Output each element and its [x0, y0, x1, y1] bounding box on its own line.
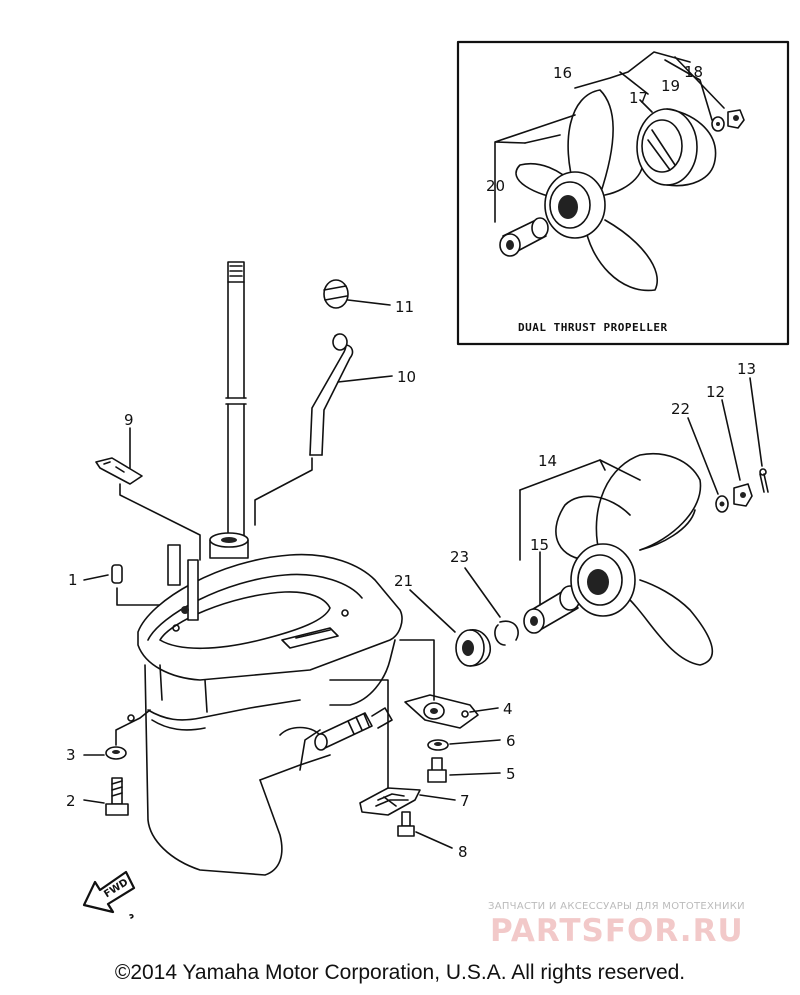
callout-6: 6	[506, 732, 516, 750]
trim-tab-part-7: 7	[329, 679, 470, 816]
callout-13: 13	[737, 360, 756, 378]
propeller-shaft	[314, 707, 393, 751]
callout-19: 19	[661, 77, 680, 95]
callout-15: 15	[530, 536, 549, 554]
screw-part-8: 8	[397, 811, 468, 861]
cotter-pin-part-13: 13	[737, 360, 769, 493]
callout-11: 11	[395, 298, 414, 316]
circlip-part-23: 23	[450, 548, 519, 646]
bolt-part-5: 5	[427, 757, 516, 783]
drive-shaft	[225, 261, 247, 541]
lower-unit-casing	[127, 532, 403, 919]
callout-9: 9	[124, 411, 134, 429]
washer-part-3: 3	[66, 709, 151, 764]
fwd-arrow-icon: FWD	[82, 870, 136, 914]
callout-1: 1	[68, 571, 78, 589]
callout-16: 16	[553, 64, 572, 82]
callout-21: 21	[394, 572, 413, 590]
callout-18: 18	[684, 63, 703, 81]
water-tube-part-10: 10	[254, 333, 416, 526]
callout-2: 2	[66, 792, 76, 810]
callout-22: 22	[671, 400, 690, 418]
inset-title: DUAL THRUST PROPELLER	[518, 321, 668, 334]
copyright-notice: ©2014 Yamaha Motor Corporation, U.S.A. A…	[114, 961, 686, 984]
callout-7: 7	[460, 792, 470, 810]
callout-5: 5	[506, 765, 516, 783]
callout-23: 23	[450, 548, 469, 566]
bolt-part-2: 2	[66, 777, 129, 816]
plate-part-9: 9	[95, 411, 201, 561]
callout-14: 14	[538, 452, 557, 470]
grommet-part-11: 11	[323, 279, 414, 316]
anode-plate-part-4: 4	[399, 639, 513, 729]
callout-10: 10	[397, 368, 416, 386]
callout-4: 4	[503, 700, 513, 718]
propeller-part-14: 14	[519, 452, 714, 666]
callout-20: 20	[486, 177, 505, 195]
washer-part-6: 6	[427, 732, 516, 751]
callout-17: 17	[629, 89, 648, 107]
spacer-part-21: 21	[394, 572, 492, 667]
dual-thrust-propeller-inset: 16 17 18 19 20 DUAL THRUST PROPELLER	[456, 40, 790, 346]
watermark-tagline: ЗАПЧАСТИ И АКСЕССУАРЫ ДЛЯ МОТОТЕХНИКИ	[488, 901, 745, 912]
callout-12: 12	[706, 383, 725, 401]
callout-8: 8	[458, 843, 468, 861]
washer-part-22: 22	[671, 400, 729, 513]
callout-3: 3	[66, 746, 76, 764]
watermark-logo: PARTSFOR.RU	[490, 913, 744, 949]
nut-part-12: 12	[706, 383, 753, 507]
